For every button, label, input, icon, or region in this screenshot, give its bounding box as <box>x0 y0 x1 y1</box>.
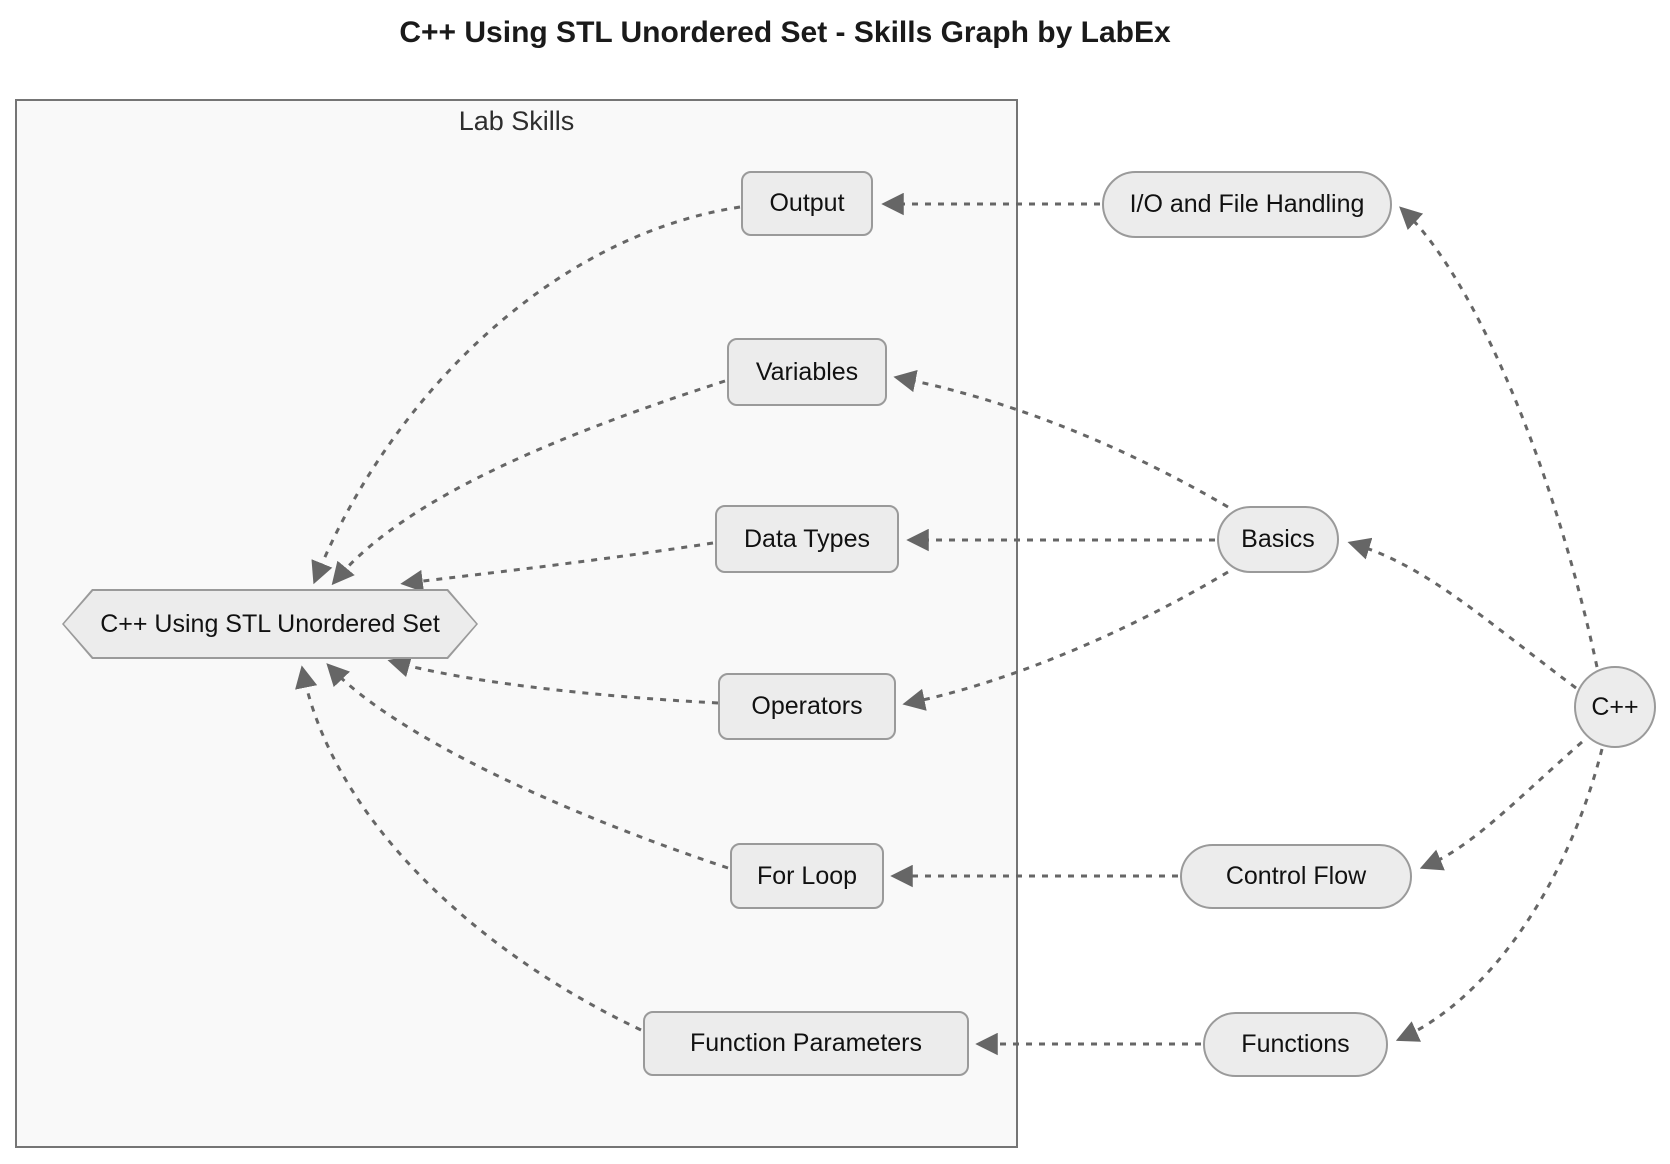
node-data-types: Data Types <box>715 505 899 573</box>
node-operators: Operators <box>718 673 896 740</box>
edge-data-types-to-main <box>400 541 714 593</box>
node-functions: Functions <box>1203 1012 1388 1077</box>
edge-basics-to-variables <box>893 370 1229 509</box>
edge-variables-to-main <box>331 379 726 586</box>
node-functions-label: Functions <box>1241 1030 1350 1058</box>
node-cpp-label: C++ <box>1591 692 1639 721</box>
edge-cpp-to-io <box>1399 206 1599 668</box>
node-operators-label: Operators <box>751 692 863 720</box>
node-cpp: C++ <box>1574 666 1656 748</box>
edge-cpp-to-control-flow <box>1419 740 1583 871</box>
hexagon-fill <box>64 591 476 657</box>
node-io-label: I/O and File Handling <box>1129 190 1365 218</box>
cluster-label: Lab Skills <box>458 106 575 136</box>
node-for-loop-label: For Loop <box>756 861 858 890</box>
node-variables-label: Variables <box>755 357 859 386</box>
edge-output-to-main <box>311 205 741 585</box>
node-variables: Variables <box>727 338 887 406</box>
node-control-flow: Control Flow <box>1180 844 1412 909</box>
node-data-types-label: Data Types <box>743 524 870 553</box>
node-for-loop: For Loop <box>730 843 884 909</box>
edge-basics-to-operators <box>902 570 1229 711</box>
node-output: Output <box>741 171 873 236</box>
edge-cpp-to-basics <box>1347 537 1577 690</box>
diagram-title: C++ Using STL Unordered Set - Skills Gra… <box>399 16 1171 49</box>
node-basics-label: Basics <box>1241 525 1315 553</box>
node-basics: Basics <box>1217 506 1339 573</box>
node-function-parameters-label: Function Parameters <box>689 1029 923 1057</box>
edge-operators-to-main <box>387 655 719 705</box>
node-io-and-file-handling: I/O and File Handling <box>1102 171 1392 238</box>
node-control-flow-label: Control Flow <box>1225 862 1367 890</box>
node-output-label: Output <box>769 189 845 217</box>
node-function-parameters: Function Parameters <box>643 1011 969 1076</box>
node-main-label: C++ Using STL Unordered Set <box>100 609 440 638</box>
edge-function-parameters-to-main <box>295 665 642 1032</box>
edge-cpp-to-functions <box>1395 748 1604 1042</box>
node-main-hexagon: C++ Using STL Unordered Set <box>62 589 478 659</box>
edge-for-loop-to-main <box>326 663 729 870</box>
